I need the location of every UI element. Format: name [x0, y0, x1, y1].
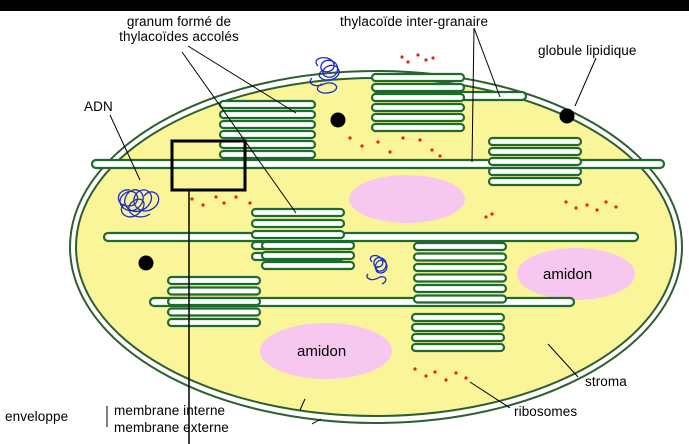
ribosome-dot [413, 367, 417, 371]
granum-thylakoid [166, 317, 262, 328]
granum-thylakoid [218, 99, 317, 110]
envelope-label: enveloppe [5, 409, 69, 424]
granum-thylakoid [250, 229, 346, 240]
granum-thylakoid [412, 294, 508, 304]
ribosomes-label: ribosomes [514, 404, 578, 419]
ribosome-dot [222, 201, 226, 205]
ribosome-dot [400, 55, 404, 59]
granum-thylakoid [370, 82, 466, 93]
ribosome-dot [418, 138, 422, 142]
top-rule [0, 10, 689, 11]
granum-thylakoid [412, 262, 508, 273]
ribosome-dot [416, 53, 420, 57]
granum-thylakoid [218, 149, 317, 160]
granum-thylakoid [166, 307, 262, 317]
thylakoid-inter-label: thylacoïde inter-granaire [340, 14, 489, 29]
ribosome-dot [604, 200, 608, 204]
lipid-globule-label: globule lipidique [538, 43, 637, 58]
granum-thylakoid [487, 166, 583, 177]
granum-thylakoid [370, 72, 466, 83]
starch-grain [517, 248, 635, 300]
granum-thylakoid [218, 109, 317, 120]
granum-thylakoid [412, 241, 508, 252]
granum-label: granum formé de thylacoïdes accolés [101, 14, 257, 44]
inner-membrane-label: membrane interne [114, 403, 226, 418]
granum-thylakoid [412, 283, 508, 294]
ribosome-dot [360, 144, 364, 148]
granum-thylakoid [410, 322, 506, 333]
ribosome-dot [438, 154, 442, 158]
lipid-globule [559, 108, 575, 124]
starch-grain [260, 323, 392, 379]
granum-thylakoid [166, 275, 262, 286]
ribosome-dot [430, 148, 434, 152]
dna-loop [117, 56, 388, 285]
granum-thylakoid [250, 207, 346, 218]
granum-thylakoid [412, 273, 508, 283]
ribosome-dot [484, 215, 488, 219]
granum-label-line2: thylacoïdes accolés [119, 29, 239, 44]
ribosome-dot [406, 60, 410, 64]
ribosome-dot [454, 371, 458, 375]
granum-thylakoid [370, 112, 466, 123]
granum-thylakoid [166, 286, 262, 296]
granum-thylakoid [410, 342, 506, 353]
stroma-label: stroma [585, 374, 627, 389]
ribosome-dot [574, 206, 578, 210]
granum-label-line1: granum formé de [126, 14, 232, 29]
granum-thylakoid [487, 176, 583, 187]
top-black-bar [0, 0, 689, 10]
ribosome-dot [401, 136, 405, 140]
starch-label: amidon [543, 266, 593, 283]
thylakoid-group [90, 72, 666, 353]
zoom-box [170, 139, 247, 192]
ribosome-group [190, 53, 618, 382]
outer-membrane-label: membrane externe [114, 420, 229, 435]
ribosome-dot [348, 136, 352, 140]
ribosome-dot [424, 58, 428, 62]
ribosome-dot [464, 376, 468, 380]
starch-label: amidon [297, 343, 347, 360]
ribosome-dot [190, 197, 194, 201]
granum-thylakoid [410, 312, 506, 323]
ribosome-dot [431, 56, 435, 60]
granum-thylakoid [487, 156, 583, 167]
granum-thylakoid [370, 122, 466, 133]
ribosome-dot [444, 378, 448, 382]
dna-label: ADN [84, 99, 113, 114]
ribosome-dot [595, 208, 599, 212]
ribosome-dot [585, 203, 589, 207]
starch-grain [349, 175, 465, 223]
granum-thylakoid [260, 240, 356, 251]
ribosome-dot [248, 201, 252, 205]
granum-thylakoid [370, 92, 466, 103]
lipid-globule [138, 255, 154, 271]
ribosome-dot [214, 195, 218, 199]
leader-lines [109, 27, 597, 444]
ribosome-dot [564, 200, 568, 204]
ribosome-dot [376, 140, 380, 144]
granum-thylakoid [410, 332, 506, 343]
ribosome-dot [490, 212, 494, 216]
ribosome-dot [201, 203, 205, 207]
granum-thylakoid [166, 296, 262, 307]
inter-granal-thylakoid [102, 231, 640, 243]
granum-thylakoid [250, 218, 346, 229]
granum-thylakoid [487, 146, 583, 157]
ribosome-dot [614, 205, 618, 209]
granum-thylakoid [260, 250, 356, 261]
granum-thylakoid [260, 260, 356, 271]
ribosome-dot [234, 195, 238, 199]
granum-thylakoid [218, 129, 317, 140]
granum-thylakoid [412, 252, 508, 262]
granum-thylakoid [218, 119, 317, 130]
ribosome-dot [433, 370, 437, 374]
lipid-globule [330, 112, 346, 128]
granum-thylakoid [487, 136, 583, 147]
ribosome-dot [388, 150, 392, 154]
ribosome-dot [424, 374, 428, 378]
granum-thylakoid [370, 102, 466, 113]
